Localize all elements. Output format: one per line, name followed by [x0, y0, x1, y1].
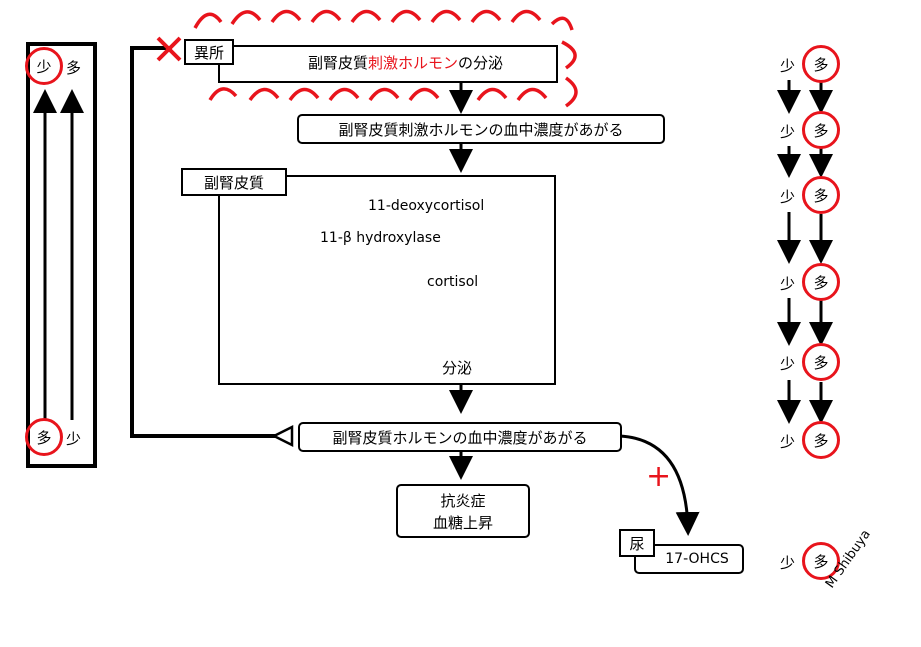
right-row-2-large: 多 — [813, 121, 829, 140]
acth-level-box: 副腎皮質刺激ホルモンの血中濃度があがる — [297, 114, 665, 144]
right-row-4-small: 少 — [780, 275, 796, 293]
right-row-3-circle: 多 — [802, 176, 840, 214]
right-row-1-circle: 多 — [802, 45, 840, 83]
right-row-7-small: 少 — [780, 554, 796, 572]
right-row-6-large: 多 — [813, 431, 829, 450]
ectopic-tumor-outline — [193, 9, 578, 108]
left-top-small: 少 — [36, 57, 52, 76]
adrenal-cortex-title: 副腎皮質 — [203, 173, 264, 192]
right-column-arrows — [777, 80, 833, 424]
urine-value: 17-OHCS — [665, 551, 729, 567]
cortisol-level-text: 副腎皮質ホルモンの血中濃度があがる — [332, 428, 588, 447]
effects-box: 抗炎症 血糖上昇 — [396, 484, 530, 538]
enzyme-label: 11-β hydroxylase — [320, 230, 441, 246]
acth-secretion-text: 副腎皮質刺激ホルモンの分泌 — [308, 54, 503, 72]
product-label: cortisol — [427, 274, 479, 290]
right-row-2-circle: 多 — [802, 111, 840, 149]
feedback-loop-line — [130, 46, 292, 438]
right-row-1-small: 少 — [780, 57, 796, 75]
acth-secretion-box — [218, 45, 558, 83]
acth-secretion-highlight: 刺激ホルモン — [368, 54, 459, 72]
left-bottom-small: 少 — [66, 430, 82, 448]
left-bottom-large: 多 — [36, 428, 52, 447]
plus-sign: + — [646, 459, 672, 494]
right-row-5-circle: 多 — [802, 343, 840, 381]
right-row-4-large: 多 — [813, 273, 829, 292]
right-row-5-large: 多 — [813, 353, 829, 372]
left-column-frame — [26, 42, 97, 468]
ectopic-label: 異所 — [193, 43, 224, 62]
urine-label-box: 尿 — [619, 529, 655, 557]
left-top-large-circle: 少 — [25, 47, 63, 85]
adrenal-cortex-title-box: 副腎皮質 — [181, 168, 287, 196]
urine-label: 尿 — [629, 534, 645, 553]
substrate-label: 11-deoxycortisol — [368, 198, 485, 214]
effect-anti-inflammatory: 抗炎症 — [440, 492, 486, 510]
adrenal-cortex-box — [218, 175, 556, 385]
cortex-secretion-label: 分泌 — [442, 359, 473, 377]
left-bottom-large-circle: 多 — [25, 418, 63, 456]
effect-hyperglycemia: 血糖上昇 — [432, 514, 493, 532]
ectopic-label-box: 異所 — [184, 39, 234, 65]
right-row-3-large: 多 — [813, 186, 829, 205]
right-row-5-small: 少 — [780, 355, 796, 373]
right-row-6-small: 少 — [780, 433, 796, 451]
arrow-blood-to-urine — [619, 434, 700, 536]
left-top-large: 多 — [66, 59, 82, 77]
acth-secretion-suffix: の分泌 — [458, 54, 504, 72]
acth-level-text: 副腎皮質刺激ホルモンの血中濃度があがる — [338, 120, 624, 139]
right-row-2-small: 少 — [780, 123, 796, 141]
right-row-6-circle: 多 — [802, 421, 840, 459]
right-row-7-circle: 多 — [802, 542, 840, 580]
right-row-3-small: 少 — [780, 188, 796, 206]
cortisol-level-box: 副腎皮質ホルモンの血中濃度があがる — [298, 422, 622, 452]
feedback-open-arrowhead — [271, 424, 294, 448]
right-row-7-large: 多 — [813, 552, 829, 571]
right-row-4-circle: 多 — [802, 263, 840, 301]
acth-secretion-prefix: 副腎皮質 — [308, 54, 369, 72]
feedback-block-x-2 — [156, 36, 182, 62]
right-row-1-large: 多 — [813, 55, 829, 74]
